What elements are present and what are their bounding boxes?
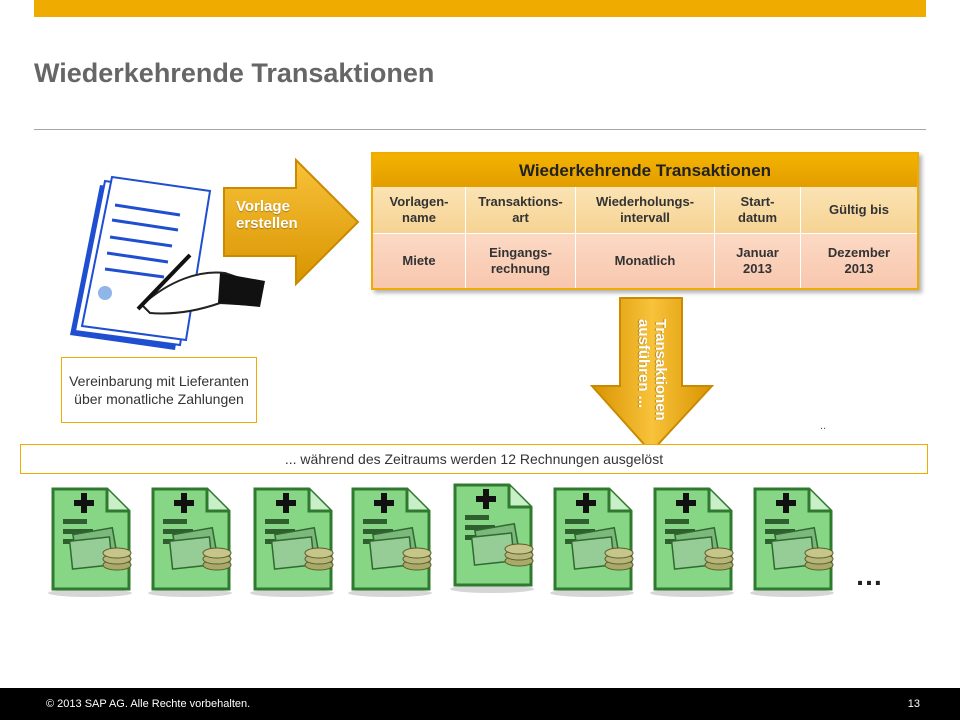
col-start-date: Start- datum bbox=[714, 187, 800, 233]
page-number: 13 bbox=[907, 698, 920, 710]
agreement-callout: Vereinbarung mit Lieferanten über monatl… bbox=[61, 357, 257, 423]
create-template-arrow bbox=[223, 158, 360, 286]
recurring-transactions-table: Wiederkehrende Transaktionen Vorlagen- n… bbox=[371, 152, 919, 290]
invoice-icon bbox=[748, 487, 836, 597]
invoice-icon bbox=[448, 483, 536, 593]
invoice-icon bbox=[548, 487, 636, 597]
col-recurrence-interval: Wiederholungs- intervall bbox=[575, 187, 714, 233]
document-signing-icon bbox=[70, 175, 265, 350]
invoice-icon bbox=[346, 487, 434, 597]
invoice-list bbox=[45, 483, 895, 605]
invoice-icon bbox=[146, 487, 234, 597]
create-template-label: Vorlage erstellen bbox=[236, 198, 298, 232]
cell-recurrence-interval: Monatlich bbox=[575, 234, 714, 288]
title-divider bbox=[34, 129, 926, 130]
col-template-name: Vorlagen- name bbox=[389, 194, 449, 225]
more-invoices-ellipsis: … bbox=[855, 560, 883, 591]
info-box: ... während des Zeitraums werden 12 Rech… bbox=[20, 444, 928, 474]
invoice-icon bbox=[248, 487, 336, 597]
table-title: Wiederkehrende Transaktionen bbox=[373, 154, 917, 187]
invoice-icon bbox=[46, 487, 134, 597]
page-title: Wiederkehrende Transaktionen bbox=[34, 58, 435, 88]
cell-valid-until: Dezember 2013 bbox=[800, 234, 917, 288]
invoice-icon bbox=[648, 487, 736, 597]
execute-transactions-label: Transaktionen ausführen ... bbox=[635, 319, 669, 421]
ellipsis-mark: .. bbox=[820, 420, 827, 432]
copyright: © 2013 SAP AG. Alle Rechte vorbehalten. bbox=[46, 698, 251, 710]
col-valid-until: Gültig bis bbox=[800, 187, 917, 233]
cell-template-name: Miete bbox=[402, 253, 436, 268]
execute-transactions-arrow bbox=[590, 297, 714, 454]
top-accent-bar bbox=[34, 0, 926, 17]
footer: © 2013 SAP AG. Alle Rechte vorbehalten. … bbox=[0, 688, 960, 720]
col-transaction-type: Transaktions- art bbox=[465, 187, 575, 233]
cell-transaction-type: Eingangs- rechnung bbox=[465, 234, 575, 288]
table-header-row: Vorlagen- name Transaktions- art Wiederh… bbox=[373, 187, 917, 234]
table-row: Miete Eingangs- rechnung Monatlich Janua… bbox=[373, 234, 917, 288]
cell-start-date: Januar 2013 bbox=[714, 234, 800, 288]
